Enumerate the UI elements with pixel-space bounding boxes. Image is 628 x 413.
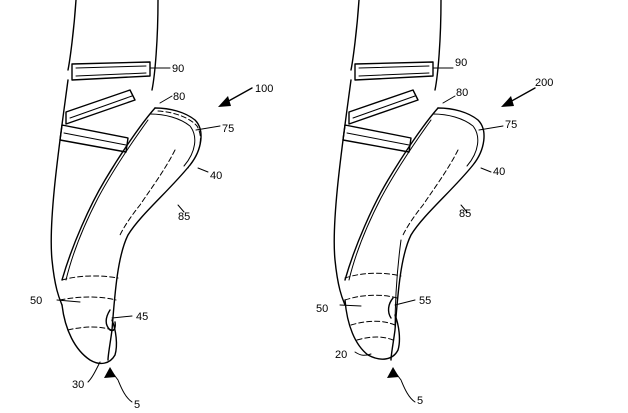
ankle-strap <box>71 61 151 81</box>
leg-outline <box>50 0 159 306</box>
label-85: 85 <box>459 208 471 220</box>
label-40: 40 <box>210 170 222 182</box>
label-80: 80 <box>173 91 185 103</box>
arrow-200 <box>501 87 536 107</box>
label-5-right: 5 <box>417 395 423 407</box>
label-50: 50 <box>30 295 42 307</box>
arrow-5-right <box>387 367 399 378</box>
label-90: 90 <box>455 57 467 69</box>
label-5-left: 5 <box>134 399 140 411</box>
ribbon-cross <box>342 89 419 153</box>
label-200: 200 <box>535 77 553 89</box>
label-55: 55 <box>419 295 431 307</box>
label-45: 45 <box>136 311 148 323</box>
label-80: 80 <box>456 87 468 99</box>
figure-100: 90 80 75 40 85 50 45 30 5 100 <box>30 0 273 411</box>
label-40: 40 <box>493 166 505 178</box>
label-50: 50 <box>316 303 328 315</box>
shoe-body <box>344 107 485 361</box>
label-30: 30 <box>72 379 84 391</box>
toe-box <box>344 272 402 360</box>
label-75: 75 <box>505 119 517 131</box>
ribbon-cross <box>59 89 136 153</box>
leader-lines <box>56 67 221 403</box>
figure-200: 90 80 75 40 85 50 55 20 5 200 <box>316 0 553 407</box>
arrow-5-left <box>104 367 116 378</box>
label-100: 100 <box>255 83 273 95</box>
shoe-body <box>61 107 202 361</box>
label-75: 75 <box>222 123 234 135</box>
label-85: 85 <box>178 211 190 223</box>
toe-box <box>59 275 119 365</box>
label-20: 20 <box>335 349 347 361</box>
leg-outline <box>333 0 442 306</box>
label-90: 90 <box>172 63 184 75</box>
arrow-100 <box>218 87 253 107</box>
ankle-strap <box>354 61 434 81</box>
leader-lines <box>339 67 504 403</box>
